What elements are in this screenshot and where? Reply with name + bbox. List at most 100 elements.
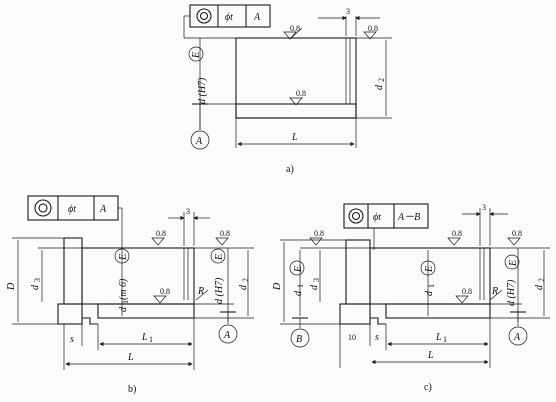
svg-text:1: 1 [296, 284, 305, 288]
concentricity-icon [34, 199, 52, 217]
svg-text:ϕt: ϕt [68, 204, 76, 215]
svg-text:0.8: 0.8 [296, 89, 306, 98]
svg-text:s: s [70, 334, 74, 345]
caption-b: b) [128, 384, 136, 395]
svg-text:d: d [374, 84, 385, 90]
dim-3-b: 3 [168, 207, 210, 246]
svg-text:0.8: 0.8 [462, 287, 472, 296]
svg-text:D: D [6, 282, 17, 291]
svg-text:0.8: 0.8 [368, 24, 378, 33]
bore-dim-a: d (H7) E A [188, 38, 236, 150]
svg-text:ϕt: ϕt [373, 212, 381, 223]
datum-circle-b [218, 324, 238, 344]
svg-text:E: E [214, 254, 225, 261]
datum-ref: A [253, 12, 261, 23]
svg-text:d: d [534, 284, 545, 290]
svg-text:0.8: 0.8 [156, 229, 166, 238]
svg-text:A: A [223, 330, 231, 341]
D-dim-c: D E d 1 d 3 B [272, 239, 370, 348]
svg-text:E: E [293, 266, 304, 273]
svg-text:0.8: 0.8 [160, 287, 170, 296]
d1-mid-dim-c: E d 1 [420, 250, 436, 316]
svg-text:1: 1 [443, 335, 447, 344]
svg-text:d (H7): d (H7) [506, 279, 517, 306]
svg-text:B: B [296, 334, 302, 345]
svg-text:A: A [99, 204, 107, 215]
svg-text:d: d [293, 290, 304, 296]
svg-text:E: E [508, 260, 519, 267]
svg-text:1: 1 [121, 300, 130, 304]
svg-text:d: d [118, 306, 129, 312]
svg-text:d: d [424, 290, 435, 296]
flanged-bushing-c [339, 239, 491, 325]
length-dims-b: s L 1 L [63, 318, 195, 370]
svg-text:10: 10 [348, 333, 356, 342]
tolerance-frame-c: ϕt A－B [343, 203, 429, 250]
svg-text:3: 3 [186, 207, 190, 216]
tolerance-frame-b: ϕt A [27, 195, 123, 250]
D-dim-b: D d 3 [6, 237, 82, 325]
flanged-bushing-b [57, 237, 195, 325]
svg-text:A: A [513, 332, 521, 343]
svg-text:L: L [427, 350, 434, 361]
bore-dim-c: E d (H7) R A [489, 248, 528, 346]
svg-text:R: R [491, 286, 498, 297]
svg-text:E: E [191, 52, 202, 59]
roughness-marks-a: 0.8 0.8 0.8 [283, 24, 378, 106]
concentricity-icon [196, 8, 212, 24]
svg-text:3: 3 [312, 278, 321, 282]
svg-text:d: d [309, 284, 320, 290]
tolerance-frame-a: ϕt A [183, 4, 271, 39]
dim-3-a: 3 [318, 7, 380, 36]
svg-text:L: L [141, 332, 148, 343]
d2-dim-a: d 2 [356, 37, 392, 119]
svg-text:1: 1 [427, 284, 436, 288]
svg-text:d: d [30, 284, 41, 290]
svg-text:D: D [272, 282, 283, 291]
svg-text:s: s [375, 332, 379, 343]
svg-text:2: 2 [241, 278, 250, 282]
diagram-a: ϕt A 0.8 0.8 0.8 3 [183, 4, 392, 175]
concentricity-icon [348, 208, 364, 224]
diagram-c: ϕt A－B 0.8 0.8 0.8 0.8 [272, 203, 550, 393]
svg-text:A: A [195, 136, 203, 147]
length-dim-a: L [235, 118, 357, 148]
svg-text:0.8: 0.8 [290, 24, 300, 33]
roughness-marks-c: 0.8 0.8 0.8 0.8 [309, 229, 522, 304]
length-dims-c: 10 s L 1 L [339, 318, 491, 368]
datum-circle-b-c [290, 328, 310, 348]
sleeve-a [235, 37, 357, 119]
svg-text:2: 2 [537, 278, 546, 282]
caption-c: c) [424, 382, 432, 393]
svg-text:3: 3 [33, 278, 42, 282]
svg-text:0.8: 0.8 [314, 229, 324, 238]
svg-text:1: 1 [149, 335, 153, 344]
d2-dim-b: d 2 [194, 247, 254, 319]
caption-a: a) [286, 164, 294, 175]
svg-text:(m 6): (m 6) [118, 278, 129, 300]
datum-circle-a-c [508, 326, 528, 346]
svg-text:R: R [197, 286, 204, 297]
svg-text:d: d [238, 284, 249, 290]
diagram-b: ϕt A 0.8 0.8 0.8 3 [6, 195, 254, 395]
datum-circle-a [190, 130, 210, 150]
tolerance-value: ϕt [225, 12, 233, 23]
svg-text:L: L [291, 132, 298, 143]
svg-text:L: L [435, 332, 442, 343]
svg-text:L: L [127, 352, 134, 363]
svg-text:0.8: 0.8 [452, 229, 462, 238]
svg-text:3: 3 [346, 7, 350, 16]
d2-dim-c: d 2 [490, 247, 550, 319]
bore-dim-b: E d (H7) R A [194, 248, 238, 344]
dim-3-c: 3 [462, 203, 508, 246]
d1-dim-b: E d 1 (m 6) [114, 248, 130, 316]
roughness-marks-b: 0.8 0.8 0.8 [151, 229, 230, 304]
svg-text:E: E [424, 266, 435, 273]
svg-text:0.8: 0.8 [512, 229, 522, 238]
svg-text:0.8: 0.8 [220, 229, 230, 238]
svg-text:E: E [118, 254, 129, 261]
svg-text:d (H7): d (H7) [214, 277, 225, 304]
svg-text:2: 2 [377, 78, 386, 82]
svg-text:A－B: A－B [397, 212, 420, 223]
